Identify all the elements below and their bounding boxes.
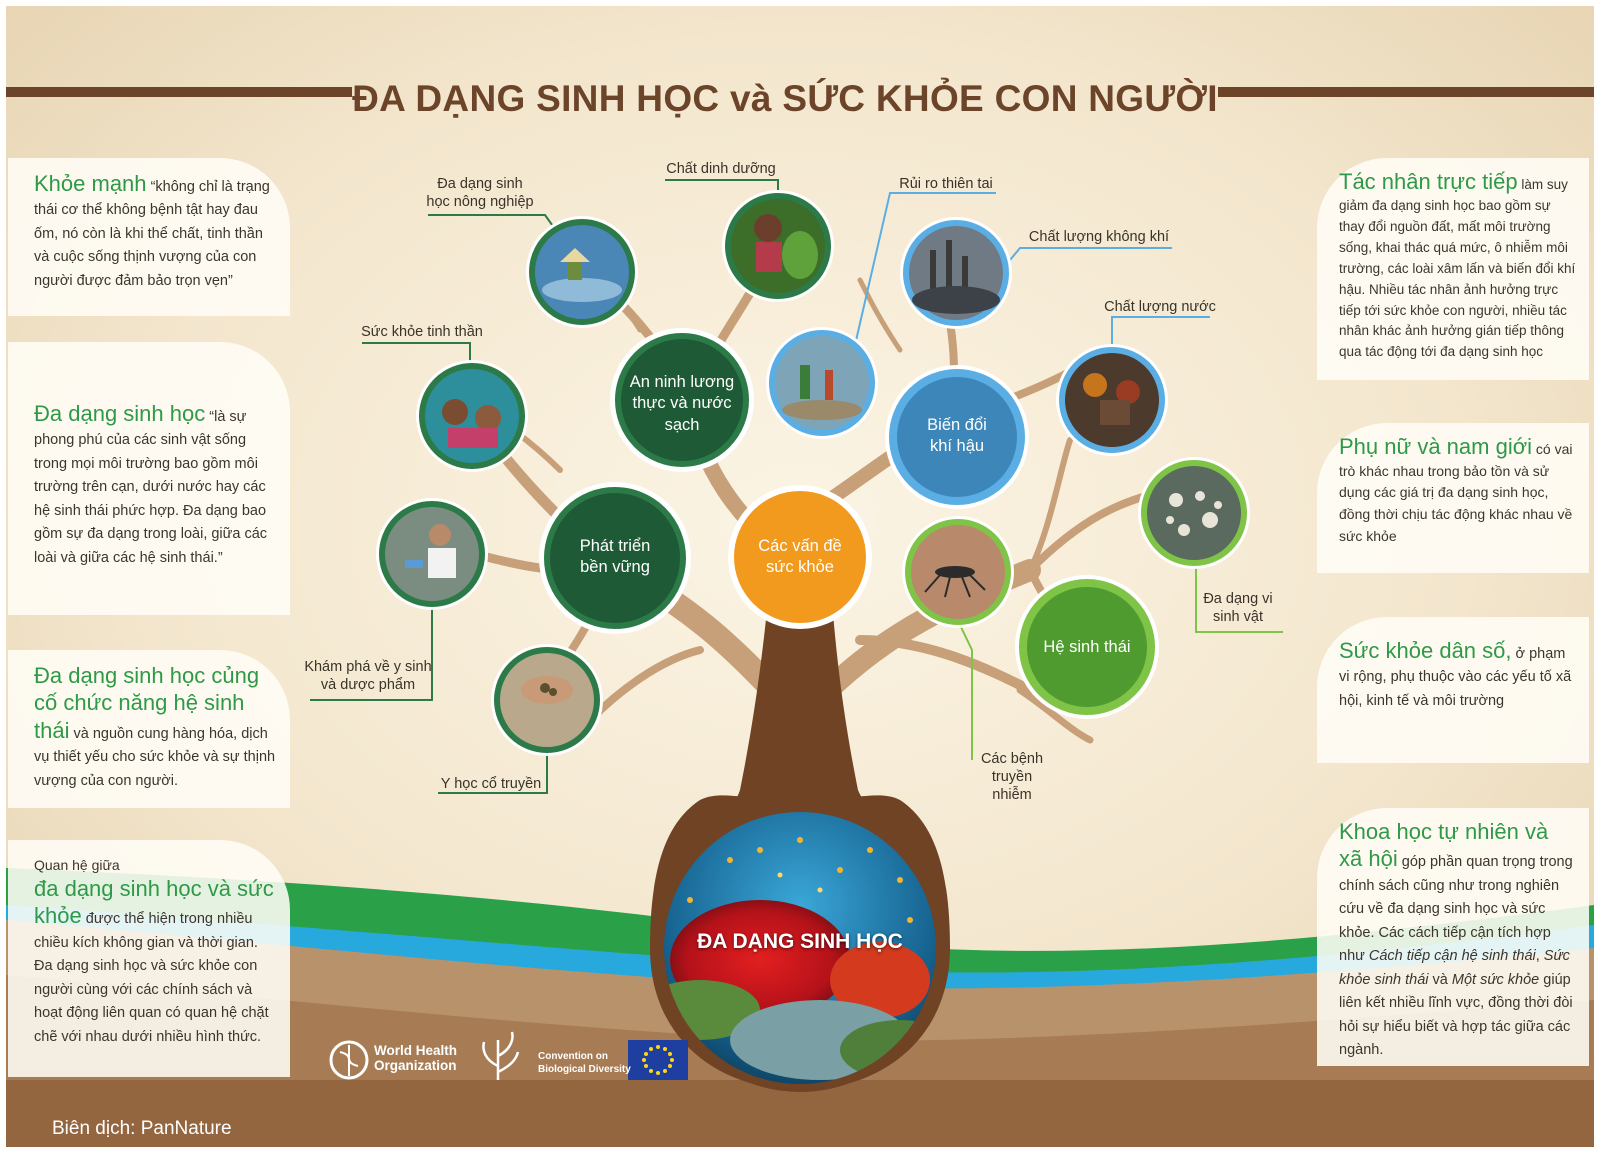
eu-flag bbox=[628, 1040, 688, 1080]
panel-population-health: Sức khỏe dân số, ở phạm vi rộng, phụ thu… bbox=[1317, 617, 1589, 763]
photo-mental bbox=[416, 360, 528, 472]
photo-water bbox=[1056, 344, 1168, 456]
topic-agri-label: Đa dạng sinh học nông nghiệp bbox=[426, 176, 534, 211]
cbd-emblem bbox=[482, 1031, 520, 1080]
panel-body: và nguồn cung hàng hóa, dịch vụ thiết yế… bbox=[34, 725, 276, 789]
panel-term-ecosystem-approach: Cách tiếp cận hệ sinh thái bbox=[1368, 948, 1536, 965]
panel-direct-drivers: Tác nhân trực tiếp làm suy giảm đa dạng … bbox=[1317, 158, 1589, 380]
hub-eco-label: Hệ sinh thái bbox=[1043, 638, 1131, 656]
topic-medicine-label: Khám phá về y sinh và dược phẩm bbox=[304, 659, 432, 694]
panel-sciences: Khoa học tự nhiên và xã hội góp phần qua… bbox=[1317, 808, 1589, 1066]
topic-air-label: Chất lượng không khí bbox=[1028, 229, 1170, 245]
root-label: ĐA DẠNG SINH HỌC bbox=[697, 930, 903, 953]
photo-medicine bbox=[376, 498, 488, 610]
panel-term-one-health: Một sức khỏe bbox=[1451, 971, 1540, 988]
panel-body-a: góp phần quan trọng trong chính sách cũn… bbox=[1339, 854, 1573, 965]
root-sea-circle bbox=[656, 804, 944, 1092]
panel-heading: Khỏe mạnh bbox=[34, 171, 147, 196]
panel-heading: Đa dạng sinh học củng cố chức năng hệ si… bbox=[34, 663, 260, 743]
panel-body-b: giúp liên kết nhiều lĩnh vực, đồng thời … bbox=[1339, 971, 1573, 1059]
page-title: ĐA DẠNG SINH HỌC và SỨC KHỎE CON NGƯỜI bbox=[352, 78, 1218, 119]
hub-climate-label: Biến đổi khí hậu bbox=[927, 416, 987, 456]
topic-disaster-label: Rủi ro thiên tai bbox=[899, 176, 993, 192]
topic-infectious-label: Các bệnh truyền nhiễm bbox=[980, 751, 1044, 804]
photo-air bbox=[900, 217, 1012, 329]
panel-intro: Quan hệ giữa bbox=[34, 857, 120, 873]
who-logo-text: World Health Organization bbox=[374, 1043, 458, 1073]
panel-heading: Phụ nữ và nam giới bbox=[1339, 434, 1533, 459]
panel-heading: Sức khỏe dân số, bbox=[1339, 638, 1512, 663]
title-rules bbox=[6, 87, 1594, 97]
hub-food bbox=[610, 328, 754, 472]
hub-food-label: An ninh lương thực và nước sạch bbox=[629, 373, 735, 434]
panel-body: làm suy giảm đa dạng sinh học bao gồm sự… bbox=[1339, 177, 1576, 360]
panel-body: “không chỉ là trạng thái cơ thể không bệ… bbox=[34, 179, 270, 289]
photo-agri bbox=[526, 216, 638, 328]
topic-mental-label: Sức khỏe tinh thần bbox=[361, 324, 483, 340]
photo-disaster bbox=[766, 327, 878, 439]
photo-nutrition bbox=[722, 190, 834, 302]
panel-ecosystem: Đa dạng sinh học củng cố chức năng hệ si… bbox=[8, 650, 290, 808]
panel-heading: đa dạng sinh học và sức khỏe bbox=[34, 875, 274, 929]
topic-nutrition-label: Chất dinh dưỡng bbox=[666, 161, 776, 177]
hub-climate bbox=[885, 365, 1029, 509]
panel-term-ecohealth: Sức khỏe sinh thái bbox=[1339, 948, 1570, 988]
panel-body: “là sự phong phú của các sinh vật sống t… bbox=[34, 409, 268, 566]
panel-relation: Quan hệ giữa đa dạng sinh học và sức khỏ… bbox=[8, 840, 290, 1077]
panel-heading: Khoa học tự nhiên và xã hội bbox=[1339, 819, 1549, 872]
topic-microbe-label: Đa dạng vi sinh vật bbox=[1203, 591, 1273, 626]
panel-heading: Tác nhân trực tiếp bbox=[1339, 169, 1518, 194]
hub-dev-label: Phát triển bền vững bbox=[579, 537, 651, 577]
panel-heading: Đa dạng sinh học bbox=[34, 401, 206, 426]
hub-health-label: Các vấn đề sức khỏe bbox=[758, 537, 842, 577]
panel-body: được thể hiện trong nhiều chiều kích khô… bbox=[34, 911, 269, 1045]
hub-dev bbox=[539, 482, 691, 634]
panel-body: có vai trò khác nhau trong bảo tồn và sử… bbox=[1339, 441, 1573, 544]
photo-infectious bbox=[902, 516, 1014, 628]
topic-traditional-label: Y học cổ truyền bbox=[440, 776, 542, 792]
panel-gender: Phụ nữ và nam giới có vai trò khác nhau … bbox=[1317, 423, 1589, 573]
cbd-logo-text: Convention on Biological Diversity bbox=[538, 1051, 631, 1075]
translation-credit: Biên dịch: PanNature bbox=[52, 1118, 232, 1139]
who-emblem bbox=[329, 1040, 369, 1080]
hub-health bbox=[728, 485, 872, 629]
topic-water-label: Chất lượng nước bbox=[1104, 299, 1216, 315]
hub-eco bbox=[1015, 575, 1159, 719]
panel-biodiversity: Đa dạng sinh học “là sự phong phú của cá… bbox=[8, 342, 290, 615]
panel-healthy: Khỏe mạnh “không chỉ là trạng thái cơ th… bbox=[8, 158, 290, 316]
photo-traditional bbox=[491, 644, 603, 756]
photo-microbe bbox=[1138, 457, 1250, 569]
panel-body: ở phạm vi rộng, phụ thuộc vào các yếu tố… bbox=[1339, 646, 1572, 709]
